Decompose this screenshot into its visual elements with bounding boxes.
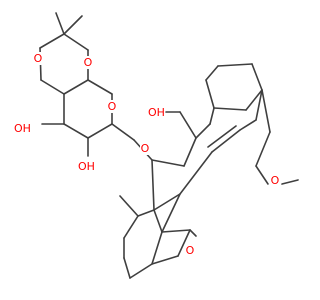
bond-31 [239,119,257,131]
atom-label-o-pyranose-ring: O [108,100,117,113]
bond-40 [137,209,155,217]
bond-37 [255,131,271,167]
atom-label-bg-o-glycosidic [140,142,150,155]
bond-8 [87,79,113,95]
bond-0 [39,33,65,49]
bond-41 [119,195,139,217]
bond-42 [123,215,139,239]
bond-7 [63,15,83,35]
chemical-structure: O O OH OH O O OH O O [13,12,299,279]
bond-27 [245,89,263,111]
bond-11 [63,123,89,139]
atom-label-bg-oh-center [147,106,165,119]
bond-29 [261,89,271,133]
bond-32 [211,129,241,153]
bond-48 [153,209,163,233]
bond-35 [151,159,155,211]
atom-label-bg-o-pyranose-ring [107,100,117,113]
bond-44 [123,257,131,279]
bond-23 [205,79,215,109]
bond-45 [129,263,153,279]
bond-36 [207,125,237,148]
bond-30 [255,89,263,121]
atom-label-o-ring-top-left: O [34,52,43,65]
bond-21 [195,123,211,139]
atom-label-oh-center: OH [148,106,165,119]
bond-39 [281,179,299,185]
bond-49 [151,255,179,265]
bond-10 [87,123,113,139]
bond-47 [161,193,181,233]
bond-52 [189,229,197,237]
atom-label-oh-lower: OH [78,160,95,173]
bond-26 [251,63,263,91]
atom-label-bg-oh-upper [13,122,31,135]
bond-3 [63,79,89,95]
bond-6 [55,12,65,35]
bond-24 [205,65,219,81]
atom-label-bg-o-furan [185,244,195,257]
bond-1 [63,33,89,51]
bond-28 [213,107,247,111]
bond-17 [151,159,185,167]
bond-15 [111,123,135,141]
bond-22 [209,107,215,125]
atom-label-bg-o-ring-top-right [83,56,93,69]
bond-lines [39,12,299,279]
atom-label-o-glycosidic: O [141,142,150,155]
atom-label-bg-o-ring-top-left [33,52,43,65]
atom-label-bg-oh-lower [77,160,95,173]
bond-25 [217,63,253,67]
bond-19 [179,111,197,139]
bond-50 [177,229,191,257]
atom-label-o-furan: O [186,244,195,257]
atom-label-o-methoxy: O [271,174,280,187]
bond-51 [161,229,191,233]
bond-46 [151,231,163,265]
bond-4 [40,79,65,95]
atom-label-oh-upper: OH [14,122,31,135]
atom-label-bg-o-methoxy [270,174,280,187]
bond-18 [183,137,197,167]
bond-38 [255,165,269,185]
atom-labels: O O OH OH O O OH O O [13,52,280,257]
atom-label-o-ring-top-right: O [84,56,93,69]
bond-34 [153,193,181,211]
bond-33 [179,151,213,195]
